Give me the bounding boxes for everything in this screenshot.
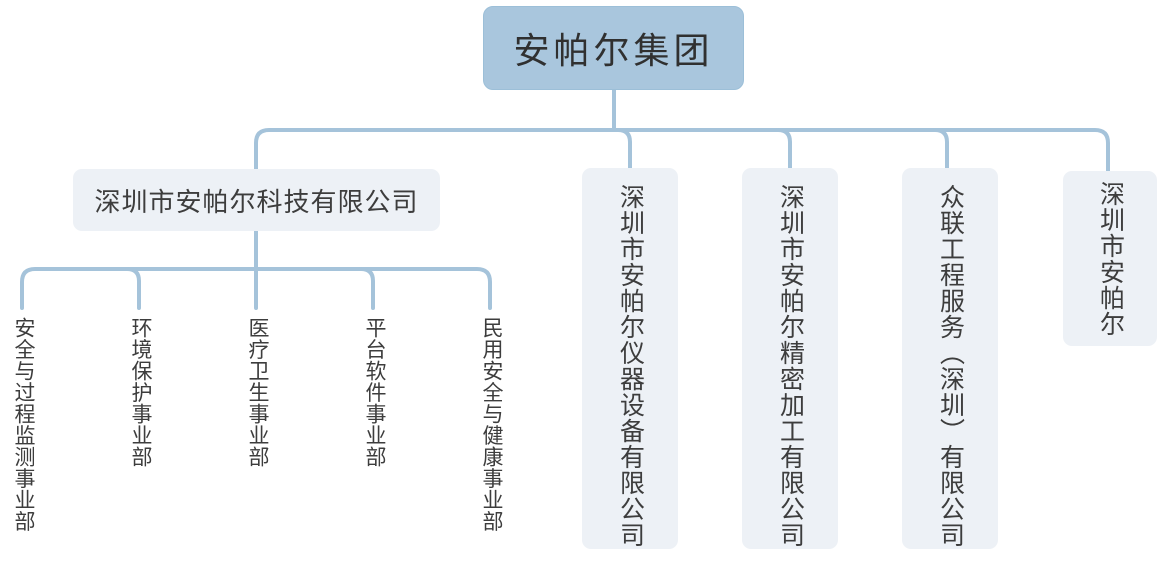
connector-drop-zhonglian: [933, 128, 949, 171]
connector-drop-dept2: [125, 267, 141, 310]
connector-level1-trunk: [254, 128, 1110, 175]
connector-drop-instrument: [616, 128, 632, 171]
org-node-root: 安帕尔集团: [483, 6, 744, 90]
org-node-instrument-company: 深圳市安帕尔仪器设备有限公司: [582, 168, 678, 549]
org-node-keji-company: 深圳市安帕尔科技有限公司: [73, 169, 440, 231]
org-node-anpaer-shenzhen: 深圳市安帕尔: [1063, 171, 1157, 346]
org-node-zhonglian-company: 众联工程服务（深圳）有限公司: [902, 168, 998, 549]
org-dept-civil-safety-health: 民用安全与健康事业部: [480, 317, 503, 532]
connector-level1: [254, 87, 1110, 175]
org-dept-medical-health: 医疗卫生事业部: [246, 317, 269, 468]
connector-drop-dept4: [359, 267, 375, 310]
org-dept-environmental-protection: 环境保护事业部: [129, 317, 152, 468]
org-node-precision-company: 深圳市安帕尔精密加工有限公司: [742, 168, 838, 549]
connector-drop-precision: [776, 128, 792, 171]
org-dept-platform-software: 平台软件事业部: [363, 317, 386, 468]
org-dept-safety-process-monitoring: 安全与过程监测事业部: [12, 317, 35, 532]
connector-level2: [20, 229, 492, 310]
